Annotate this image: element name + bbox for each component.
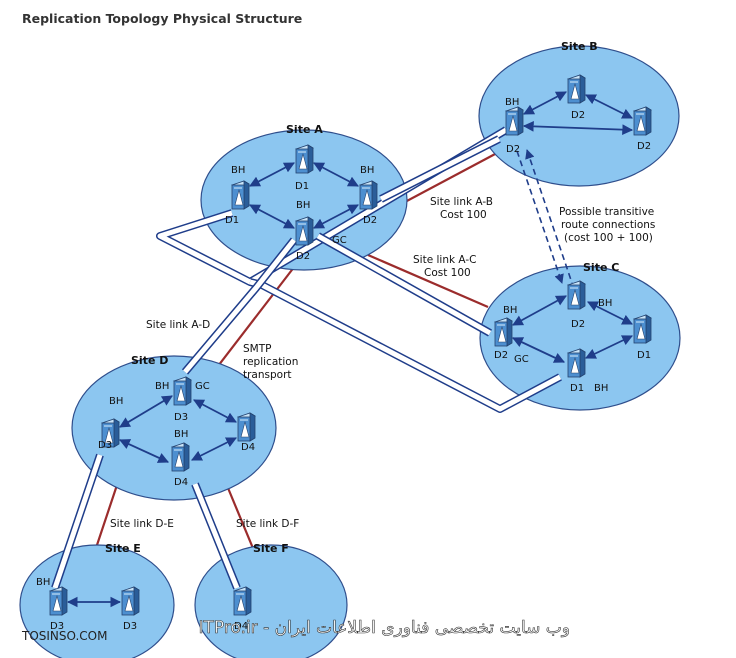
server-badge: BH xyxy=(231,165,245,176)
server-icon xyxy=(231,180,250,210)
server-icon xyxy=(359,180,378,210)
server-badge: GC xyxy=(514,354,529,365)
inter-site-connections xyxy=(51,126,562,590)
server-icon xyxy=(49,586,68,616)
server-name: D3 xyxy=(174,412,188,423)
server-icon xyxy=(233,586,252,616)
server-icon xyxy=(567,348,586,378)
site-f-title: Site F xyxy=(253,542,289,555)
watermark-left: TOSINSO.COM xyxy=(21,629,107,643)
site-link-a-c-cost: Cost 100 xyxy=(424,267,471,279)
site-link-a-d-label: Site link A-D xyxy=(146,319,210,331)
watermark-right: ITPro.ir - وب سایت تخصصی فناوری اطلاعات … xyxy=(198,618,570,638)
server-badge: BH xyxy=(360,165,374,176)
connection-d-f xyxy=(191,482,241,590)
server-name: D4 xyxy=(234,621,248,632)
server-icon xyxy=(567,74,586,104)
site-e-title: Site E xyxy=(105,542,141,555)
server-name: D1 xyxy=(225,215,239,226)
site-link-lines xyxy=(90,152,498,571)
server-badge: BH xyxy=(503,305,517,316)
server-badge: GC xyxy=(332,235,347,246)
site-a-title: Site A xyxy=(286,123,323,136)
server-name: D4 xyxy=(241,442,255,453)
server-name: D2 xyxy=(363,215,377,226)
server-name: D2 xyxy=(571,110,585,121)
site-f-area xyxy=(194,544,348,658)
site-link-a-b-cost: Cost 100 xyxy=(440,209,487,221)
transitive-route-connections xyxy=(516,149,573,284)
server-name: D2 xyxy=(296,251,310,262)
server-badge: BH xyxy=(505,97,519,108)
server-icon xyxy=(295,144,314,174)
server-badge: BH xyxy=(155,381,169,392)
transitive-note-line-2: route connections xyxy=(561,219,655,231)
server-badge: BH xyxy=(296,200,310,211)
server-name: D2 xyxy=(637,141,651,152)
server-badge: BH xyxy=(36,577,50,588)
server-name: D1 xyxy=(637,350,651,361)
server-icon xyxy=(171,442,190,472)
server-name: D3 xyxy=(98,440,112,451)
transitive-note-line-1: Possible transitive xyxy=(559,206,654,218)
server-name: D2 xyxy=(506,144,520,155)
site-link-d-e-label: Site link D-E xyxy=(110,518,174,530)
connection-a-b xyxy=(156,126,509,286)
server-name: D3 xyxy=(50,621,64,632)
site-link-a-c-line xyxy=(367,253,489,309)
site-c-title: Site C xyxy=(583,261,619,274)
server-name: D2 xyxy=(494,350,508,361)
site-d-title: Site D xyxy=(131,354,168,367)
connection-a-d xyxy=(181,237,298,375)
server-badge: BH xyxy=(174,429,188,440)
smtp-note-line-3: transport xyxy=(243,369,292,381)
server-icon xyxy=(633,106,652,136)
server-badge: GC xyxy=(195,381,210,392)
server-icon xyxy=(295,216,314,246)
site-link-a-d-line xyxy=(204,261,299,384)
transitive-note-line-3: (cost 100 + 100) xyxy=(564,232,653,244)
smtp-note-line-1: SMTP xyxy=(243,343,271,355)
site-link-a-b-label: Site link A-B xyxy=(430,196,493,208)
server-icon xyxy=(567,280,586,310)
server-icon xyxy=(633,314,652,344)
server-icon xyxy=(494,317,513,347)
server-name: D1 xyxy=(295,181,309,192)
site-link-a-c-label: Site link A-C xyxy=(413,254,476,266)
server-name: D2 xyxy=(571,319,585,330)
smtp-note-line-2: replication xyxy=(243,356,298,368)
server-icon xyxy=(173,376,192,406)
connection-d-e xyxy=(51,453,104,590)
site-d-area xyxy=(71,355,277,501)
server-badge: BH xyxy=(598,298,612,309)
server-name: D4 xyxy=(174,477,188,488)
site-link-d-f-label: Site link D-F xyxy=(236,518,299,530)
server-name: D1 xyxy=(570,383,584,394)
server-icon xyxy=(505,106,524,136)
intra-site-replication xyxy=(66,91,634,608)
server-badge: BH xyxy=(594,383,608,394)
diagram-title: Replication Topology Physical Structure xyxy=(22,11,302,26)
server-name: D3 xyxy=(123,621,137,632)
server-icon xyxy=(237,412,256,442)
server-badge: BH xyxy=(109,396,123,407)
site-b-title: Site B xyxy=(561,40,598,53)
server-icon xyxy=(121,586,140,616)
